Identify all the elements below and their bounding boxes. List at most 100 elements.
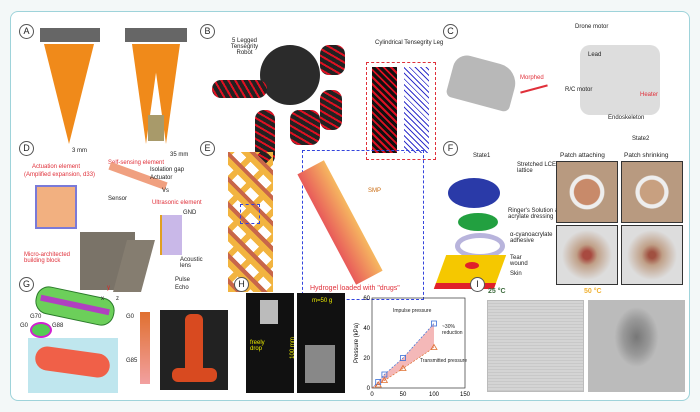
lce-lattice (448, 178, 500, 208)
impact-sample (305, 345, 335, 383)
transmitted-point (380, 376, 389, 383)
panel-label: D (19, 141, 34, 156)
callout: Skin (510, 271, 522, 277)
material-label: G0 (126, 314, 135, 320)
cross-section (30, 322, 52, 338)
material-label: G0 (20, 323, 29, 329)
y-tick-label: 0 (367, 386, 371, 392)
impulse-point (400, 355, 406, 361)
callout: R/C motor (565, 87, 593, 93)
callout: Heater (640, 92, 659, 98)
gripper-finger-closed (44, 44, 94, 144)
printed-foot (172, 368, 217, 382)
panel-label: A (19, 24, 34, 39)
patch-photo (621, 161, 683, 223)
leg-model (404, 67, 429, 153)
callout: Pulse (175, 277, 191, 283)
impulse-point (431, 320, 437, 327)
x-tick-label: 100 (429, 392, 440, 398)
temperature-label: 50 °C (584, 288, 602, 295)
panel-label: F (443, 141, 458, 156)
axis-label: x (101, 296, 104, 302)
callout: Ringer's Solution & acrylate dressing (508, 208, 559, 220)
patch-photo (556, 161, 618, 223)
callout: Endoskeleton (608, 115, 645, 121)
leg-model (140, 312, 150, 384)
weight (260, 300, 278, 324)
y-axis-label: Pressure (kPa) (354, 323, 360, 363)
robot-leg (290, 110, 320, 145)
series-line (371, 323, 435, 389)
leg-caption: Cylindrical Tensegrity Leg (375, 40, 444, 46)
hydrogel-label: Hydrogel loaded with "drugs" (310, 285, 400, 292)
leg-photo (372, 67, 397, 153)
grasped-object (148, 115, 164, 141)
callout: Ultrasonic element (152, 200, 202, 206)
ultrasonic-lens (160, 215, 182, 255)
robot-leg (255, 110, 275, 165)
callout: m=50 g (312, 298, 333, 304)
material-label: G85 (126, 358, 138, 364)
callout: Isolation gap (150, 167, 185, 173)
callout: Actuation element (32, 164, 81, 170)
x-tick-label: 0 (370, 392, 374, 398)
actuation-cube (35, 185, 77, 229)
material-label: G88 (52, 323, 64, 329)
y-tick-label: 40 (363, 326, 370, 332)
callout: ~30% reduction (442, 324, 463, 336)
callout: Actuator (150, 175, 173, 181)
y-tick-label: 60 (363, 296, 370, 302)
callout: Micro-architected building block (24, 252, 71, 264)
zoom-detail-box (302, 150, 424, 300)
plot-frame (371, 297, 466, 389)
callout: Self-sensing element (108, 160, 165, 166)
axis-label: z (116, 296, 119, 302)
callout: freely drop (250, 340, 265, 352)
dressing (458, 213, 498, 231)
callout: Stretched LCE lattice (517, 162, 557, 174)
material-label: G70 (30, 314, 42, 320)
panel-label: B (200, 24, 215, 39)
callout: Drone motor (575, 24, 609, 30)
callout: Transmitted pressure (420, 358, 468, 364)
leg-zoom-box (366, 62, 436, 160)
gripper-mount (40, 28, 100, 42)
axis-label: y (107, 285, 110, 291)
callout: Tear wound (510, 255, 528, 267)
morphed-label: Morphed (520, 75, 544, 81)
callout: Sensor (108, 196, 128, 202)
display-25c (487, 300, 584, 392)
panel-label: H (234, 277, 249, 292)
patch-photo (621, 225, 683, 285)
wound (465, 262, 479, 269)
robot-leg (212, 80, 267, 98)
temperature-label: 25 °C (488, 288, 506, 295)
column-header: Patch shrinking (624, 152, 669, 159)
callout: 100 mm (289, 337, 296, 359)
drone-state2 (580, 45, 660, 115)
y-tick-label: 20 (363, 356, 370, 362)
state2-label: State2 (632, 136, 650, 142)
panel-label: C (443, 24, 458, 39)
callout: Lead (588, 52, 602, 58)
robot-caption: 5 Legged Tensegrity Robot (230, 38, 259, 56)
x-tick-label: 150 (460, 392, 471, 398)
callout: (Amplified expansion, d33) (24, 172, 96, 178)
dimension-label: 35 mm (170, 152, 189, 158)
callout: Impulse pressure (393, 308, 432, 314)
transmitted-point (374, 381, 382, 388)
state1-label: State1 (473, 153, 491, 159)
robot-body (260, 45, 320, 105)
display-50c-mona-lisa (588, 300, 685, 392)
robot-leg (320, 90, 342, 130)
transmitted-point (399, 364, 407, 371)
panel-label: I (470, 277, 485, 292)
patch-photo (556, 225, 618, 285)
printed-leg (185, 314, 203, 374)
lattice-structure (228, 152, 273, 292)
dimension-label: 3 mm (72, 148, 87, 154)
zoom-box (240, 204, 260, 224)
x-tick-label: 50 (400, 392, 407, 398)
